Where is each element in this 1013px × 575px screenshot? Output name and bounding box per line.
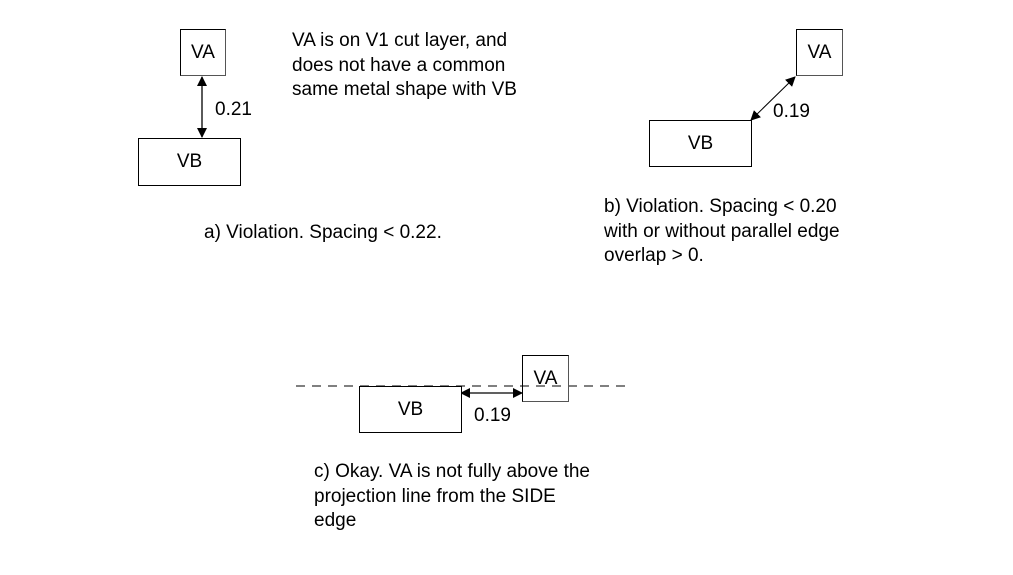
spacing-arrow-b xyxy=(750,76,796,121)
via-vb-label-a: VB xyxy=(176,151,203,172)
note-a-line: same metal shape with VB xyxy=(292,79,517,100)
caption-b: b) Violation. Spacing < 0.20 with or wit… xyxy=(604,195,840,269)
via-vb-box-b: VB xyxy=(649,120,752,167)
via-va-label-a: VA xyxy=(191,41,215,63)
via-va-label-b: VA xyxy=(807,41,832,63)
via-vb-label-c: VB xyxy=(397,398,424,420)
caption-c-line: edge xyxy=(314,510,357,531)
spacing-value-b: 0.19 xyxy=(773,101,810,122)
caption-b-line: b) Violation. Spacing < 0.20 xyxy=(604,196,837,217)
caption-a: a) Violation. Spacing < 0.22. xyxy=(204,222,442,243)
note-a-line: does not have a common xyxy=(292,54,506,76)
caption-b-line: with or without parallel edge xyxy=(604,220,840,242)
via-vb-box-c: VB xyxy=(359,386,462,433)
via-vb-box-a: VB xyxy=(138,138,241,186)
via-vb-label-b: VB xyxy=(687,132,714,154)
spacing-value-c: 0.19 xyxy=(474,405,511,426)
via-va-box-a: VA xyxy=(180,29,226,76)
spacing-value-a: 0.21 xyxy=(215,99,252,120)
caption-c: c) Okay. VA is not fully above the proje… xyxy=(314,460,590,534)
caption-b-line: overlap > 0. xyxy=(604,245,704,266)
caption-c-line: projection line from the SIDE xyxy=(314,485,556,507)
via-va-box-c: VA xyxy=(522,355,569,402)
note-a-line: VA is on V1 cut layer, and xyxy=(292,30,508,51)
note-a: VA is on V1 cut layer, and does not have… xyxy=(292,29,517,103)
via-va-label-c: VA xyxy=(533,367,558,389)
via-va-box-b: VA xyxy=(796,29,843,76)
caption-c-line: c) Okay. VA is not fully above the xyxy=(314,461,590,482)
